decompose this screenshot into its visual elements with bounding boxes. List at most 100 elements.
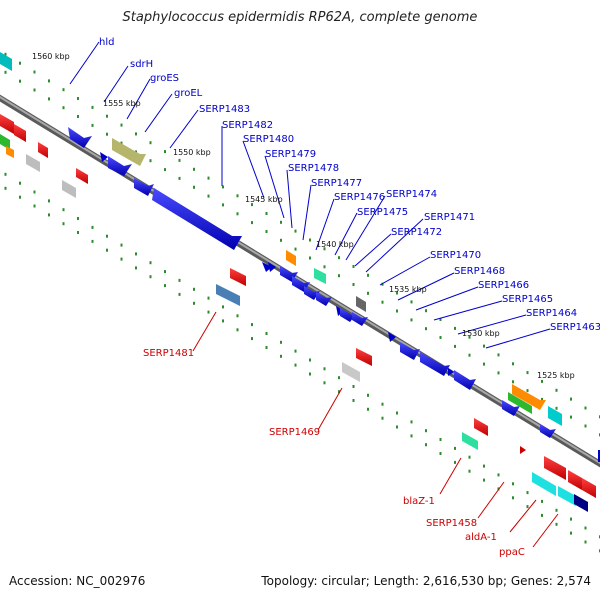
gene-arrow: [268, 262, 276, 272]
gene-arrow: [400, 342, 420, 360]
tick-dot: [106, 132, 108, 136]
tick-dot: [309, 372, 311, 376]
tick-dot: [33, 204, 36, 208]
gene-label: SERP1480: [243, 134, 294, 145]
scale-labels: 1560 kbp 1555 kbp 1550 kbp 1545 kbp 1540…: [32, 52, 575, 380]
tick-dot: [207, 310, 210, 314]
tick-dot: [236, 194, 239, 198]
tick-dot: [323, 381, 326, 385]
tick-dot: [468, 353, 471, 357]
gene-label: SERP1474: [386, 189, 437, 200]
gene-box: [582, 478, 596, 498]
tick-dot: [483, 362, 485, 366]
tick-dot: [454, 446, 456, 450]
tick-dot: [135, 252, 137, 256]
gene-label: SERP1478: [288, 163, 339, 174]
gene-arrow: [388, 332, 396, 342]
gene-box: [558, 486, 576, 506]
tick-dot: [294, 247, 297, 251]
tick-dot: [19, 181, 21, 185]
tick-dot: [570, 397, 572, 401]
tick-dot: [106, 114, 108, 118]
tick-dot: [265, 230, 268, 233]
gene-box: [14, 124, 26, 142]
tick-dot: [19, 195, 21, 199]
gene-arrow: [454, 370, 476, 390]
tick-dot: [33, 70, 36, 74]
tick-dot: [483, 344, 485, 348]
tick-dot: [294, 229, 297, 233]
tick-dot: [425, 429, 427, 433]
tick-dot: [178, 176, 181, 180]
tick-dot: [178, 158, 181, 162]
tick-dot: [4, 52, 7, 56]
scale-label: 1545 kbp: [245, 195, 283, 204]
tick-dot: [294, 349, 297, 353]
tick-dot: [236, 212, 239, 216]
tick-dot: [251, 221, 253, 225]
gene-box: [76, 168, 88, 184]
tick-dot: [149, 159, 152, 163]
tick-dot: [48, 199, 50, 203]
scale-label: 1550 kbp: [173, 148, 211, 157]
tick-dot: [106, 234, 108, 238]
tick-dot: [584, 406, 587, 410]
tick-dot: [62, 222, 65, 226]
tick-dot: [367, 407, 369, 411]
tick-dot: [396, 309, 398, 313]
tick-dot: [164, 150, 166, 154]
gene-label: groEL: [174, 88, 203, 99]
tick-dot: [352, 265, 355, 268]
tick-dot: [468, 455, 471, 459]
tick-dot: [265, 346, 268, 349]
tick-dot: [48, 213, 50, 217]
tick-dot: [91, 239, 94, 243]
tick-dot: [410, 300, 413, 304]
tick-dot: [164, 284, 166, 288]
label-leaders: [69, 41, 551, 349]
gene-box: [0, 114, 14, 134]
gene-label: SERP1470: [430, 250, 481, 261]
feature-box: [548, 406, 562, 426]
gene-label: SERP1477: [311, 178, 362, 189]
tick-dot: [19, 61, 21, 65]
tick-dot: [77, 115, 79, 118]
other-features: [0, 52, 562, 426]
tick-dot: [236, 314, 239, 318]
tick-dot: [236, 328, 239, 332]
gene-box: [62, 180, 76, 198]
tick-dot: [512, 362, 514, 366]
tick-dot: [280, 340, 282, 344]
tick-dot: [48, 97, 50, 101]
tick-dot: [425, 443, 427, 447]
tick-dot: [323, 247, 326, 251]
tick-dot: [19, 79, 21, 83]
tick-dot: [483, 478, 485, 482]
tick-dot: [468, 335, 471, 339]
feature-box: [112, 138, 146, 166]
tick-dot: [149, 261, 152, 265]
tick-dot: [541, 513, 543, 517]
topology-text: Topology: circular; Length: 2,616,530 bp…: [261, 574, 591, 588]
tick-dot: [555, 388, 558, 392]
gene-label: SERP1479: [265, 149, 316, 160]
scale-label: 1525 kbp: [537, 371, 575, 380]
tick-dot: [193, 185, 195, 189]
gene-label: SERP1481: [143, 348, 194, 359]
tick-dot: [468, 469, 471, 473]
tick-dot: [541, 499, 543, 503]
tick-dot: [4, 172, 7, 176]
gene-label: sdrH: [130, 59, 153, 70]
scale-label: 1540 kbp: [316, 240, 354, 249]
tick-dot: [309, 358, 311, 362]
tick-dot: [222, 203, 224, 207]
tick-dot: [396, 425, 398, 429]
tick-dot: [526, 389, 529, 393]
scale-label: 1555 kbp: [103, 99, 141, 108]
tick-dot: [164, 168, 166, 172]
tick-dot: [222, 185, 224, 189]
tick-dot: [497, 353, 500, 357]
tick-dot: [280, 220, 282, 224]
tick-dot: [410, 420, 413, 424]
